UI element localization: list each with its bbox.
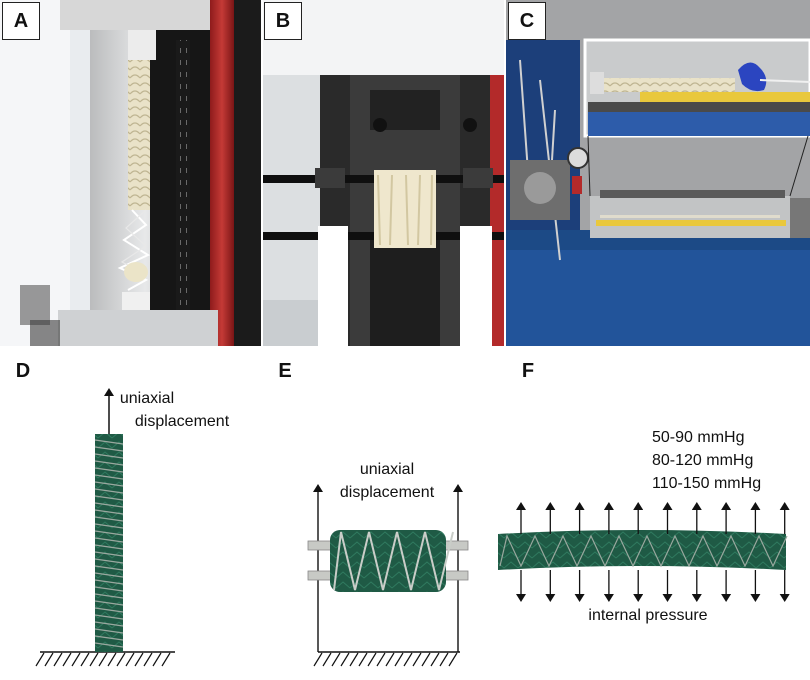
ground-hatch	[448, 652, 458, 667]
ground-hatch	[116, 652, 126, 667]
ground-hatch	[331, 652, 341, 667]
schematic-row: uniaxial displacement uniaxial displacem…	[35, 388, 790, 667]
ground-hatch	[430, 652, 440, 667]
ground-hatch	[53, 652, 63, 667]
coil-stripe	[94, 579, 124, 585]
ground-hatch	[80, 652, 90, 667]
diagram-e: uniaxial displacement	[307, 461, 469, 667]
coil-stripe	[94, 551, 124, 557]
panel-label-e: E	[278, 359, 292, 382]
ground-hatch	[107, 652, 117, 667]
f-pressure-1: 50-90 mmHg	[652, 429, 744, 446]
coil-stripe	[94, 446, 124, 452]
coil-stripe	[94, 474, 124, 480]
coil-stripe	[94, 537, 124, 543]
f-internal: internal pressure	[588, 607, 707, 624]
ground-hatch	[412, 652, 422, 667]
coil-wire	[333, 531, 454, 591]
ground-hatch	[71, 652, 81, 667]
e-label-line2: displacement	[340, 484, 435, 501]
coil-stripe	[94, 614, 124, 620]
ground-hatch	[322, 652, 332, 667]
ground-hatch	[125, 652, 135, 667]
ground-hatch	[89, 652, 99, 667]
coil-stripe	[94, 586, 124, 592]
ground-hatch	[313, 652, 323, 667]
ground-hatch	[349, 652, 359, 667]
coil-stripe	[94, 607, 124, 613]
coil-stripe	[94, 502, 124, 508]
coil-stripe	[94, 453, 124, 459]
coil-stripe	[94, 439, 124, 445]
coil-stripe	[94, 635, 124, 641]
panel-label-b: B	[264, 2, 302, 40]
ground-hatch	[340, 652, 350, 667]
ground-hatch	[367, 652, 377, 667]
panel-label-c: C	[508, 2, 546, 40]
ground-hatch	[44, 652, 54, 667]
coil-stripe	[94, 516, 124, 522]
coil-stripe	[94, 593, 124, 599]
coil-stripe	[94, 642, 124, 648]
coil-stripe	[94, 509, 124, 515]
coil-stripe	[94, 530, 124, 536]
e-label-line1: uniaxial	[360, 461, 414, 478]
photo-b	[262, 0, 505, 346]
coil-stripe	[94, 565, 124, 571]
coil-stripe	[94, 621, 124, 627]
diagram-d: uniaxial displacement	[35, 388, 230, 667]
diagram-f: 50-90 mmHg 80-120 mmHg 110-150 mmHg inte…	[498, 429, 790, 624]
d-label-line1: uniaxial	[120, 390, 174, 407]
coil-stripe	[94, 495, 124, 501]
coil-stripe	[94, 481, 124, 487]
ground-hatch	[394, 652, 404, 667]
f-pressure-2: 80-120 mmHg	[652, 452, 753, 469]
photo-row	[0, 0, 810, 346]
ground-hatch	[152, 652, 162, 667]
ground-hatch	[35, 652, 45, 667]
panel-label-f: F	[521, 359, 535, 382]
ground-hatch	[358, 652, 368, 667]
ground-hatch	[376, 652, 386, 667]
coil-stripe	[94, 467, 124, 473]
coil-stripe	[94, 628, 124, 634]
ground-hatch	[421, 652, 431, 667]
f-pressure-3: 110-150 mmHg	[652, 475, 761, 492]
ground-hatch	[134, 652, 144, 667]
coil-wire	[499, 534, 788, 568]
coil-stripe	[94, 558, 124, 564]
ground-hatch	[439, 652, 449, 667]
photo-c	[505, 0, 810, 346]
coil-stripe	[94, 488, 124, 494]
coil-stripe	[94, 544, 124, 550]
d-label-line2: displacement	[135, 413, 230, 430]
coil-stripe	[94, 523, 124, 529]
ground-hatch	[98, 652, 108, 667]
ground-hatch	[385, 652, 395, 667]
ground-hatch	[62, 652, 72, 667]
coil-stripe	[94, 600, 124, 606]
coil-stripe	[94, 572, 124, 578]
ground-hatch	[161, 652, 171, 667]
ground-hatch	[143, 652, 153, 667]
panel-label-d: D	[15, 359, 31, 382]
coil-stripe	[94, 460, 124, 466]
ground-hatch	[403, 652, 413, 667]
panel-label-a: A	[2, 2, 40, 40]
photo-a	[0, 0, 262, 346]
